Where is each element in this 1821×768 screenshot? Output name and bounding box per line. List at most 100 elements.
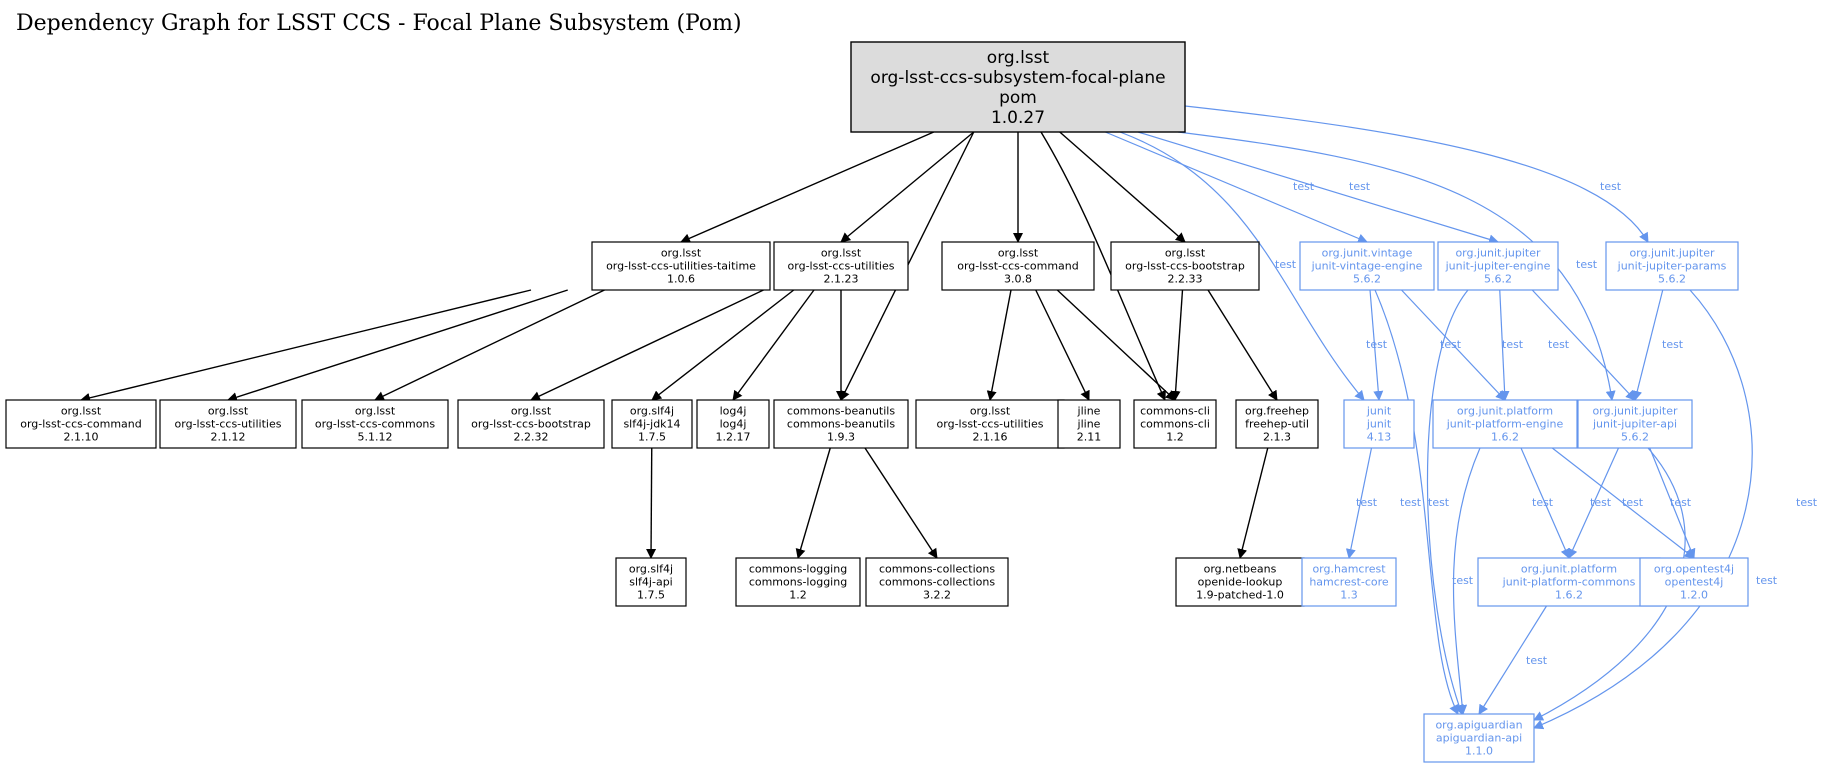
node-box-boot2232: [457, 399, 605, 449]
node-label-utilities-line-0: org.lsst: [821, 247, 862, 260]
node-jupeng: org.junit.jupiterjunit-jupiter-engine5.6…: [1437, 241, 1559, 291]
node-label-taitime-line-1: org-lsst-ccs-utilities-taitime: [606, 260, 756, 273]
node-label-commons-line-1: org-lsst-ccs-commons: [315, 418, 436, 431]
node-box-commons: [301, 399, 449, 449]
node-box-jline: [1057, 399, 1121, 449]
node-label-cli-line-2: 1.2: [1166, 431, 1184, 444]
node-label-command-line-2: 3.0.8: [1004, 273, 1032, 286]
node-box-logging: [735, 557, 861, 607]
edge-root-to-params: [1184, 105, 1649, 243]
node-label-apiguardian-line-2: 1.1.0: [1465, 745, 1493, 758]
node-label-platform-line-1: junit-platform-engine: [1446, 418, 1564, 431]
edge-label-root-to-jupeng: test: [1349, 180, 1371, 193]
node-box-slf4jjdk: [611, 399, 693, 449]
node-label-junit-line-1: junit: [1366, 418, 1392, 431]
edge-label-platform-to-opentest4j: test: [1622, 496, 1644, 509]
edge-utilities-to-boot2232: [530, 289, 764, 401]
node-box-command: [941, 241, 1095, 291]
node-platcommons: org.junit.platformjunit-platform-commons…: [1477, 557, 1661, 607]
node-label-log4j-line-2: 1.2.17: [716, 431, 751, 444]
node-label-hamcrest-line-1: hamcrest-core: [1309, 576, 1389, 589]
node-label-freehep-line-2: 2.1.3: [1263, 431, 1291, 444]
edge-taitime-to-commons: [374, 289, 605, 401]
node-root: org.lsstorg-lsst-ccs-subsystem-focal-pla…: [850, 41, 1186, 133]
edge-label-params-to-jupapi: test: [1662, 338, 1684, 351]
node-label-jupeng-line-2: 5.6.2: [1484, 273, 1512, 286]
edge-command-to-jline: [1035, 289, 1090, 401]
edge-root-to-utilities: [840, 131, 975, 243]
node-label-boot2232-line-1: org-lsst-ccs-bootstrap: [471, 418, 591, 431]
edge-freehep-to-openide: [1237, 447, 1269, 559]
node-label-freehep-line-0: org.freehep: [1245, 405, 1309, 418]
node-label-jupapi-line-2: 5.6.2: [1621, 431, 1649, 444]
edge-platform-to-opentest4j: [1551, 447, 1695, 559]
node-box-root: [850, 41, 1186, 133]
edge-jupapi-to-platcommons: [1568, 447, 1620, 559]
node-label-vintage-line-1: junit-vintage-engine: [1311, 260, 1423, 273]
edge-label-jupapi-to-opentest4j: test: [1670, 496, 1692, 509]
edge-label-platform-to-platcommons: test: [1532, 496, 1554, 509]
node-label-vintage-line-0: org.junit.vintage: [1322, 247, 1413, 260]
node-box-jupeng: [1437, 241, 1559, 291]
node-label-slf4japi-line-1: slf4j-api: [629, 576, 672, 589]
node-box-cli: [1133, 399, 1217, 449]
node-taitime: org.lsstorg-lsst-ccs-utilities-taitime1.…: [591, 241, 771, 291]
node-box-apiguardian: [1423, 713, 1535, 763]
node-label-commons-line-0: org.lsst: [355, 405, 396, 418]
edge-label-platcommons-to-apiguardian: test: [1526, 654, 1548, 667]
edge-junit-to-hamcrest: [1345, 447, 1373, 559]
node-label-junit-line-2: 4.13: [1367, 431, 1392, 444]
node-label-jupapi-line-1: junit-jupiter-api: [1592, 418, 1677, 431]
node-label-collections-line-1: commons-collections: [879, 576, 995, 589]
node-label-slf4jjdk-line-0: org.slf4j: [630, 405, 674, 418]
node-label-jline-line-1: jline: [1077, 418, 1101, 431]
node-label-params-line-1: junit-jupiter-params: [1617, 260, 1727, 273]
node-label-log4j-line-1: log4j: [720, 418, 747, 431]
node-label-logging-line-2: 1.2: [789, 589, 807, 602]
node-label-bootstrap-line-0: org.lsst: [1165, 247, 1206, 260]
node-label-platcommons-line-2: 1.6.2: [1555, 589, 1583, 602]
node-label-command210-line-1: org-lsst-ccs-command: [20, 418, 142, 431]
node-box-util2112: [159, 399, 297, 449]
edge-params-to-apiguardian: [1533, 289, 1753, 730]
node-label-opentest4j-line-1: opentest4j: [1665, 576, 1724, 589]
node-label-platform-line-2: 1.6.2: [1491, 431, 1519, 444]
edge-jupeng-to-apiguardian: [1426, 289, 1469, 715]
node-label-utilities-line-1: org-lsst-ccs-utilities: [788, 260, 895, 273]
edge-jupeng-to-jupapi: [1531, 289, 1636, 401]
edge-label-platform-to-apiguardian: test: [1452, 574, 1474, 587]
node-label-openide-line-0: org.netbeans: [1204, 563, 1277, 576]
node-label-slf4japi-line-0: org.slf4j: [629, 563, 673, 576]
node-box-slf4japi: [615, 557, 687, 607]
node-box-vintage: [1299, 241, 1435, 291]
node-label-openide-line-1: openide-lookup: [1198, 576, 1283, 589]
edge-taitime-to-util2112: [227, 289, 568, 402]
node-box-utilities: [773, 241, 909, 291]
edge-beanutils-to-collections: [864, 447, 938, 559]
node-label-util2116-line-0: org.lsst: [970, 405, 1011, 418]
node-label-hamcrest-line-0: org.hamcrest: [1312, 563, 1386, 576]
edge-platform-to-platcommons: [1520, 447, 1570, 559]
edge-command-to-cli: [1056, 289, 1176, 401]
edge-root-to-junit: [1119, 131, 1365, 401]
node-label-hamcrest-line-2: 1.3: [1340, 589, 1358, 602]
node-label-boot2232-line-2: 2.2.32: [514, 431, 549, 444]
edge-label-vintage-to-platform: test: [1440, 338, 1462, 351]
node-box-util2116: [915, 399, 1065, 449]
node-label-opentest4j-line-2: 1.2.0: [1680, 589, 1708, 602]
node-collections: commons-collectionscommons-collections3.…: [865, 557, 1009, 607]
node-label-util2112-line-2: 2.1.12: [211, 431, 246, 444]
edge-root-to-vintage: [1105, 131, 1368, 244]
node-box-bootstrap: [1110, 241, 1260, 291]
